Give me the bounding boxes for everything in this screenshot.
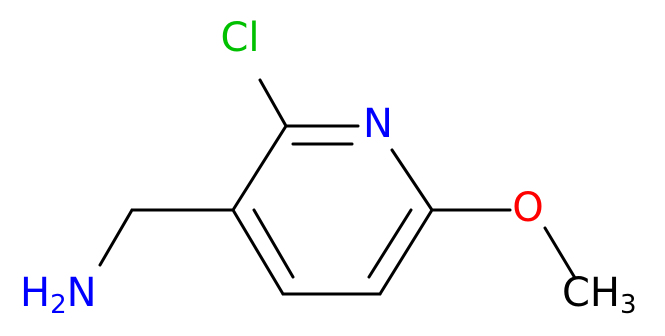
- bond-c4-c3: [231, 208, 285, 296]
- nitrogen-label: N: [363, 101, 393, 147]
- amine-label: H2N: [20, 270, 97, 320]
- bond-n1-c6: [390, 148, 434, 212]
- methyl-ch: CH: [562, 270, 620, 316]
- amine-nitrogen: N: [67, 270, 97, 316]
- chlorine-label: Cl: [220, 15, 259, 61]
- bond-o-ch3: [543, 226, 577, 280]
- methyl-subscript: 3: [620, 290, 637, 320]
- bond-c4-c3-inner: [252, 208, 295, 279]
- amine-subscript: 2: [50, 290, 67, 320]
- bond-c2-c3: [231, 124, 288, 212]
- bond-c2-cl: [258, 78, 288, 128]
- bond-ch2-n: [98, 208, 134, 267]
- methyl-label: CH3: [562, 270, 637, 320]
- amine-hydrogen: H: [20, 270, 50, 316]
- oxygen-label: O: [512, 185, 543, 231]
- bond-c6-c5: [378, 208, 434, 296]
- bond-c6-c5-inner: [367, 208, 413, 279]
